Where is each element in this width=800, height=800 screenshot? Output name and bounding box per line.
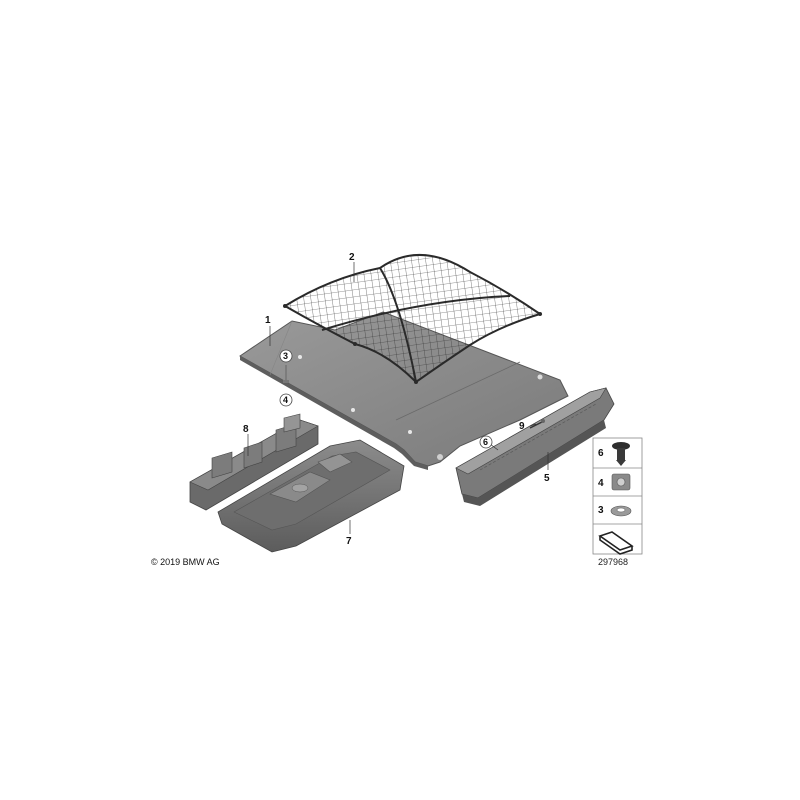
legend-row-4: 4 [598, 473, 631, 491]
legend-row-shim [598, 531, 634, 555]
svg-text:1: 1 [265, 315, 271, 326]
svg-text:5: 5 [544, 473, 550, 484]
hardware-legend: 6 4 3 [592, 437, 643, 555]
svg-text:3: 3 [598, 505, 604, 516]
svg-text:4: 4 [598, 478, 604, 489]
legend-row-6: 6 [598, 442, 630, 466]
callout-1: 1 [265, 315, 271, 326]
clip-nut-icon [611, 473, 631, 491]
side-insert-left [189, 413, 319, 511]
callout-6: 6 [479, 435, 493, 449]
hardware-parts-3-4 [283, 365, 289, 383]
callout-8: 8 [243, 424, 249, 435]
svg-text:6: 6 [483, 437, 488, 447]
svg-text:6: 6 [598, 448, 604, 459]
svg-text:3: 3 [283, 351, 288, 361]
legend-row-3: 3 [598, 505, 632, 517]
loading-sill-trim [455, 387, 615, 506]
svg-text:4: 4 [283, 395, 288, 405]
wedge-shim-icon [598, 531, 634, 555]
callout-7: 7 [346, 536, 352, 547]
copyright-text: © 2019 BMW AG [151, 557, 220, 567]
svg-text:9: 9 [519, 421, 525, 432]
callout-4: 4 [279, 393, 293, 407]
svg-text:8: 8 [243, 424, 249, 435]
svg-text:7: 7 [346, 536, 352, 547]
expanding-rivet-icon [612, 442, 630, 466]
callout-9: 9 [519, 421, 525, 432]
callout-2: 2 [349, 252, 355, 263]
svg-text:2: 2 [349, 252, 355, 263]
clip-part-9 [529, 419, 545, 429]
storage-tray [217, 439, 405, 553]
washer-icon [610, 505, 632, 517]
callout-5: 5 [544, 473, 550, 484]
diagram-id: 297968 [598, 557, 629, 567]
callout-3: 3 [279, 349, 293, 363]
luggage-net [283, 253, 543, 384]
